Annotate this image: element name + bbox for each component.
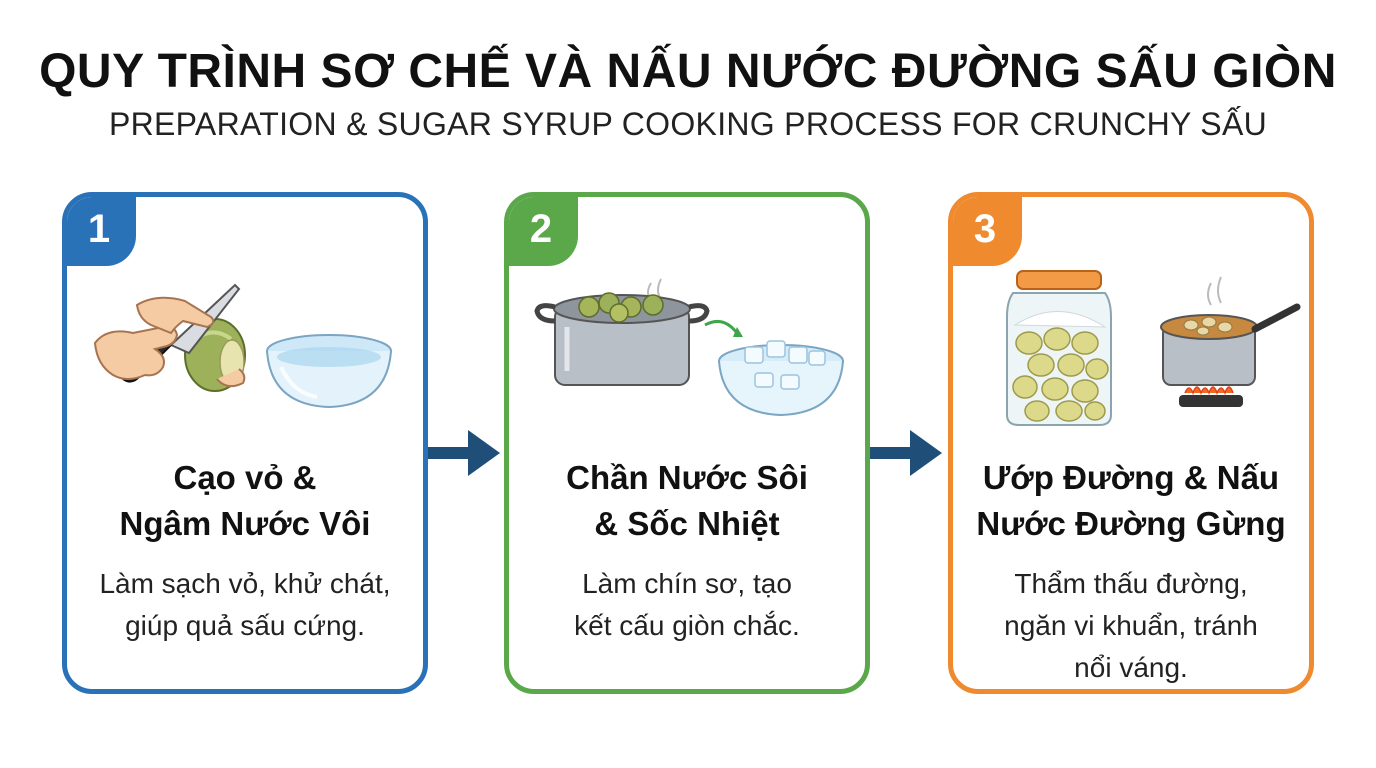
step-card-3: 3 Ướ [948, 192, 1314, 694]
step-description: Làm chín sơ, tạo kết cấu giòn chắc. [574, 568, 800, 641]
transfer-arrow-icon [704, 319, 739, 334]
step-3-illustration [1006, 270, 1301, 426]
step-card-1: 1 Cạo vỏ & Ngâm Nước Vôi Làm sạch [62, 192, 428, 694]
step-2-illustration [534, 278, 844, 417]
step-title: Cạo vỏ & Ngâm Nước Vôi [119, 459, 371, 542]
step-description: Thẩm thấu đường, ngăn vi khuẩn, tránh nổ… [1004, 568, 1258, 683]
step-number-badge: 1 [67, 197, 136, 266]
page-title: QUY TRÌNH SƠ CHẾ VÀ NẤU NƯỚC ĐƯỜNG SẤU G… [39, 45, 1337, 98]
sugar-jar-icon [1006, 270, 1112, 426]
step-title: Chần Nước Sôi & Sốc Nhiệt [566, 459, 808, 542]
step-description: Làm sạch vỏ, khử chát, giúp quả sấu cứng… [99, 568, 391, 641]
step-number-badge: 3 [953, 197, 1022, 266]
hand-knife-peeling-icon [93, 283, 246, 392]
step-number-badge: 2 [509, 197, 578, 266]
saucepan-stove-icon [1160, 276, 1301, 407]
step-1-illustration [93, 283, 392, 409]
ice-bowl-icon [718, 340, 844, 417]
flow-arrow-icon [870, 430, 942, 476]
flow-arrow-icon [428, 430, 500, 476]
step-title: Ướp Đường & Nấu Nước Đường Gừng [976, 459, 1286, 542]
step-card-2: 2 Chần Nước Sôi & Số [504, 192, 870, 694]
boiling-pot-icon [534, 278, 710, 386]
page-subtitle: PREPARATION & SUGAR SYRUP COOKING PROCES… [108, 106, 1268, 142]
water-bowl-icon [266, 334, 392, 409]
